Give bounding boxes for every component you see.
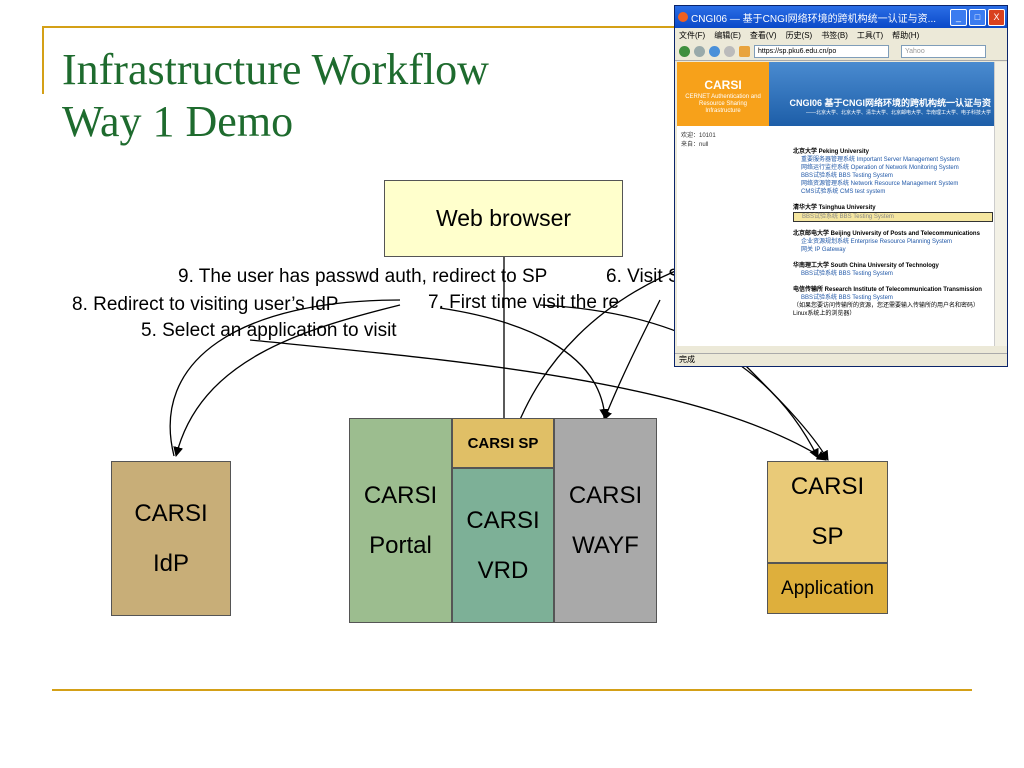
bottom-rule	[52, 689, 972, 691]
menu-view[interactable]: 查看(V)	[749, 30, 777, 40]
menu-bookmarks[interactable]: 书签(B)	[821, 30, 848, 40]
status-bar: 完成	[675, 353, 1007, 366]
side-from: 来自：null	[681, 142, 709, 148]
menu-history[interactable]: 历史(S)	[785, 30, 813, 40]
logo-subtitle: CERNET Authentication and Resource Shari…	[685, 94, 761, 114]
application-box: Application	[767, 563, 888, 614]
step-7-label: 7. First time visit the re	[428, 292, 620, 313]
minimize-button[interactable]: _	[950, 8, 967, 26]
menu-file[interactable]: 文件(F)	[679, 30, 706, 40]
list-item[interactable]: 网络资源管理系统 Network Resource Management Sys…	[801, 181, 959, 187]
page-sidebar: CARSI CERNET Authentication and Resource…	[677, 62, 769, 346]
status-text: 完成	[679, 355, 695, 364]
institution-name: 清华大学 Tsinghua University	[793, 205, 876, 211]
web-browser-label: Web browser	[435, 205, 572, 231]
reload-icon[interactable]	[709, 45, 720, 57]
banner-title: CNGI06 基于CNGI网络环境的跨机构统一认证与资	[789, 98, 991, 108]
side-welcome: 欢迎：10101	[681, 133, 716, 139]
step-6-label: 6. Visit SP	[606, 266, 694, 287]
portal-label-line2: Portal	[369, 531, 432, 559]
institution-name: 北京邮电大学 Beijing University of Posts and T…	[793, 231, 980, 237]
page-banner: CNGI06 基于CNGI网络环境的跨机构统一认证与资 ——北京大学、北京大学、…	[769, 62, 995, 126]
bottom-note-2: Linux系统上的浏览器）	[793, 311, 856, 317]
institution-name: 华南理工大学 South China University of Technol…	[793, 263, 939, 269]
arrow-window-to-vrd	[510, 264, 691, 441]
browser-toolbar: https://sp.pku6.edu.cn/po Yahoo	[675, 42, 1007, 61]
web-browser-box: Web browser	[384, 180, 623, 257]
wayf-label-line2: WAYF	[572, 531, 639, 559]
idp-label-line1: CARSI	[134, 499, 208, 527]
browser-titlebar[interactable]: CNGI06 — 基于CNGI网络环境的跨机构统一认证与资... _ □ X	[675, 6, 1007, 28]
wayf-label-line1: CARSI	[568, 481, 643, 509]
address-bar[interactable]: https://sp.pku6.edu.cn/po	[754, 44, 889, 58]
list-item[interactable]: BBS试验系统 BBS Testing System	[801, 295, 893, 301]
application-label: Application	[781, 577, 874, 599]
arrow-to-app-sp-1	[249, 339, 827, 461]
title-accent-bar	[42, 28, 44, 94]
forward-icon[interactable]	[694, 45, 705, 57]
maximize-button[interactable]: □	[969, 8, 986, 26]
list-item[interactable]: 企业资源规划系统 Enterprise Resource Planning Sy…	[801, 239, 953, 245]
arrow-window-to-sp	[739, 359, 829, 461]
menu-help[interactable]: 帮助(H)	[892, 30, 920, 40]
carsi-wayf-box: CARSI WAYF	[554, 418, 657, 623]
browser-window: CNGI06 — 基于CNGI网络环境的跨机构统一认证与资... _ □ X 文…	[674, 5, 1008, 367]
browser-page-content: CARSI CERNET Authentication and Resource…	[677, 62, 995, 346]
slide-title-line2: Way 1 Demo	[62, 97, 294, 146]
firefox-icon	[678, 12, 688, 22]
arrow-browser-to-idp	[173, 304, 401, 457]
vertical-scrollbar[interactable]	[994, 62, 1007, 346]
banner-subtitle: ——北京大学、北京大学、清华大学、北京邮电大学、华南理工大学、电子科技大学	[805, 110, 991, 116]
sp-label-line2: SP	[811, 523, 844, 550]
carsi-portal-box: CARSI Portal	[349, 418, 452, 623]
menu-edit[interactable]: 编辑(E)	[714, 30, 741, 40]
list-item[interactable]: 重要服务器管理系统 Important Server Management Sy…	[801, 157, 960, 163]
institution-name: 北京大学 Peking University	[793, 149, 870, 155]
carsi-idp-box: CARSI IdP	[111, 461, 231, 616]
carsi-vrd-box: CARSI VRD	[452, 468, 554, 623]
step-9-label: 9. The user has passwd auth, redirect to…	[178, 266, 548, 287]
carsi-sp-small-label: CARSI SP	[467, 434, 539, 452]
step-8-label: 8. Redirect to visiting user’s IdP	[72, 294, 339, 315]
list-item-highlighted[interactable]: BBS试验系统 BBS Testing System	[793, 212, 993, 222]
list-item[interactable]: 网络运行监控系统 Operation of Network Monitoring…	[801, 165, 959, 171]
top-rule	[42, 26, 687, 28]
home-icon[interactable]	[739, 45, 750, 57]
carsi-sp-small-box: CARSI SP	[452, 418, 554, 468]
idp-label-line2: IdP	[152, 549, 190, 577]
list-item[interactable]: BBS试验系统 BBS Testing System	[801, 173, 893, 179]
logo-title: CARSI	[704, 78, 742, 92]
list-item[interactable]: BBS试验系统 BBS Testing System	[801, 271, 893, 277]
carsi-logo: CARSI CERNET Authentication and Resource…	[677, 62, 769, 126]
sp-label-line1: CARSI	[790, 473, 865, 500]
carsi-sp-box: CARSI SP	[767, 461, 888, 563]
arrow-window-to-wayf	[602, 299, 661, 421]
vrd-label-line1: CARSI	[466, 506, 540, 534]
list-item[interactable]: 网关 IP Gateway	[801, 247, 846, 253]
institution-name: 电信传输所 Research Institute of Telecommunic…	[793, 287, 982, 293]
step-5-label: 5. Select an application to visit	[141, 320, 397, 341]
browser-title: CNGI06 — 基于CNGI网络环境的跨机构统一认证与资...	[691, 13, 937, 25]
close-button[interactable]: X	[988, 8, 1005, 26]
portal-label-line1: CARSI	[363, 481, 438, 509]
list-item[interactable]: CMS试验系统 CMS test system	[801, 189, 886, 195]
browser-menubar: 文件(F) 编辑(E) 查看(V) 历史(S) 书签(B) 工具(T) 帮助(H…	[675, 28, 1007, 42]
back-icon[interactable]	[679, 45, 690, 57]
institution-list: 北京大学 Peking University 重要服务器管理系统 Importa…	[793, 140, 993, 318]
slide-title: Infrastructure Workflow Way 1 Demo	[62, 44, 489, 148]
arrow-to-wayf	[439, 307, 610, 419]
side-info: 欢迎：10101 来自：null	[677, 126, 769, 156]
stop-icon[interactable]	[724, 45, 735, 57]
slide-title-line1: Infrastructure Workflow	[62, 45, 489, 94]
search-input[interactable]: Yahoo	[901, 44, 986, 58]
vrd-label-line2: VRD	[477, 556, 529, 584]
arrow-idp-to-browser	[169, 299, 401, 457]
bottom-note: （如果您要访问传输所的资源，您还需要输入传输所的用户名和密码）	[793, 303, 980, 309]
menu-tools[interactable]: 工具(T)	[856, 30, 884, 40]
